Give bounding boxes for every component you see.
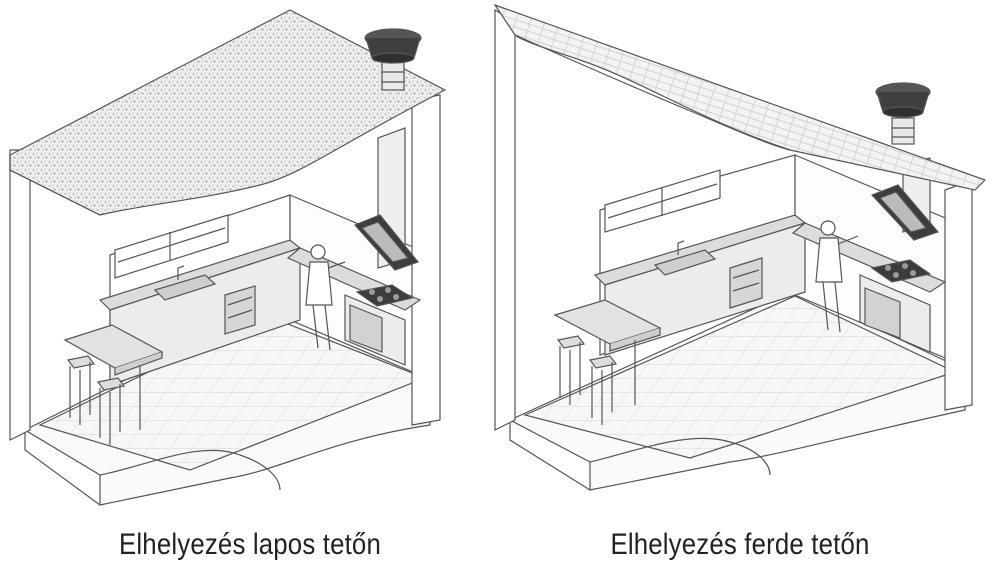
cooktop-icon bbox=[355, 284, 414, 307]
roof-vent-icon bbox=[364, 28, 422, 91]
flat-roof-panel bbox=[9, 9, 447, 506]
oven bbox=[349, 304, 383, 353]
floor-cut-curve bbox=[99, 449, 281, 491]
roof-vent-icon bbox=[875, 82, 931, 145]
floor-edge bbox=[509, 420, 591, 491]
left-wall bbox=[9, 149, 31, 441]
person-icon bbox=[815, 220, 859, 333]
sink-icon bbox=[653, 240, 717, 276]
sink-icon bbox=[153, 265, 217, 301]
person-icon bbox=[305, 244, 346, 351]
right-pillar bbox=[944, 179, 973, 411]
bar-stool-icon bbox=[556, 335, 618, 425]
floor-cut-curve bbox=[589, 437, 771, 476]
roof-underside bbox=[514, 34, 791, 151]
pitched-roof-panel bbox=[493, 3, 987, 491]
flat-roof-slab bbox=[9, 9, 447, 216]
range-hood-icon bbox=[870, 184, 940, 241]
window bbox=[604, 169, 721, 233]
window bbox=[114, 214, 229, 279]
roof-slab-edge bbox=[9, 155, 101, 216]
range-hood-icon bbox=[353, 214, 420, 271]
oven bbox=[864, 287, 901, 339]
drawer-unit bbox=[729, 257, 763, 309]
floor-edge bbox=[24, 430, 101, 506]
cooktop-icon bbox=[870, 259, 932, 283]
caption-pitched-roof: Elhelyezés ferde tetőn bbox=[610, 528, 870, 561]
caption-flat-roof: Elhelyezés lapos tetőn bbox=[119, 528, 381, 561]
bar-counter bbox=[553, 299, 662, 405]
bar-stool-icon bbox=[66, 355, 126, 445]
left-wall bbox=[494, 8, 516, 431]
bar-counter bbox=[63, 324, 164, 430]
